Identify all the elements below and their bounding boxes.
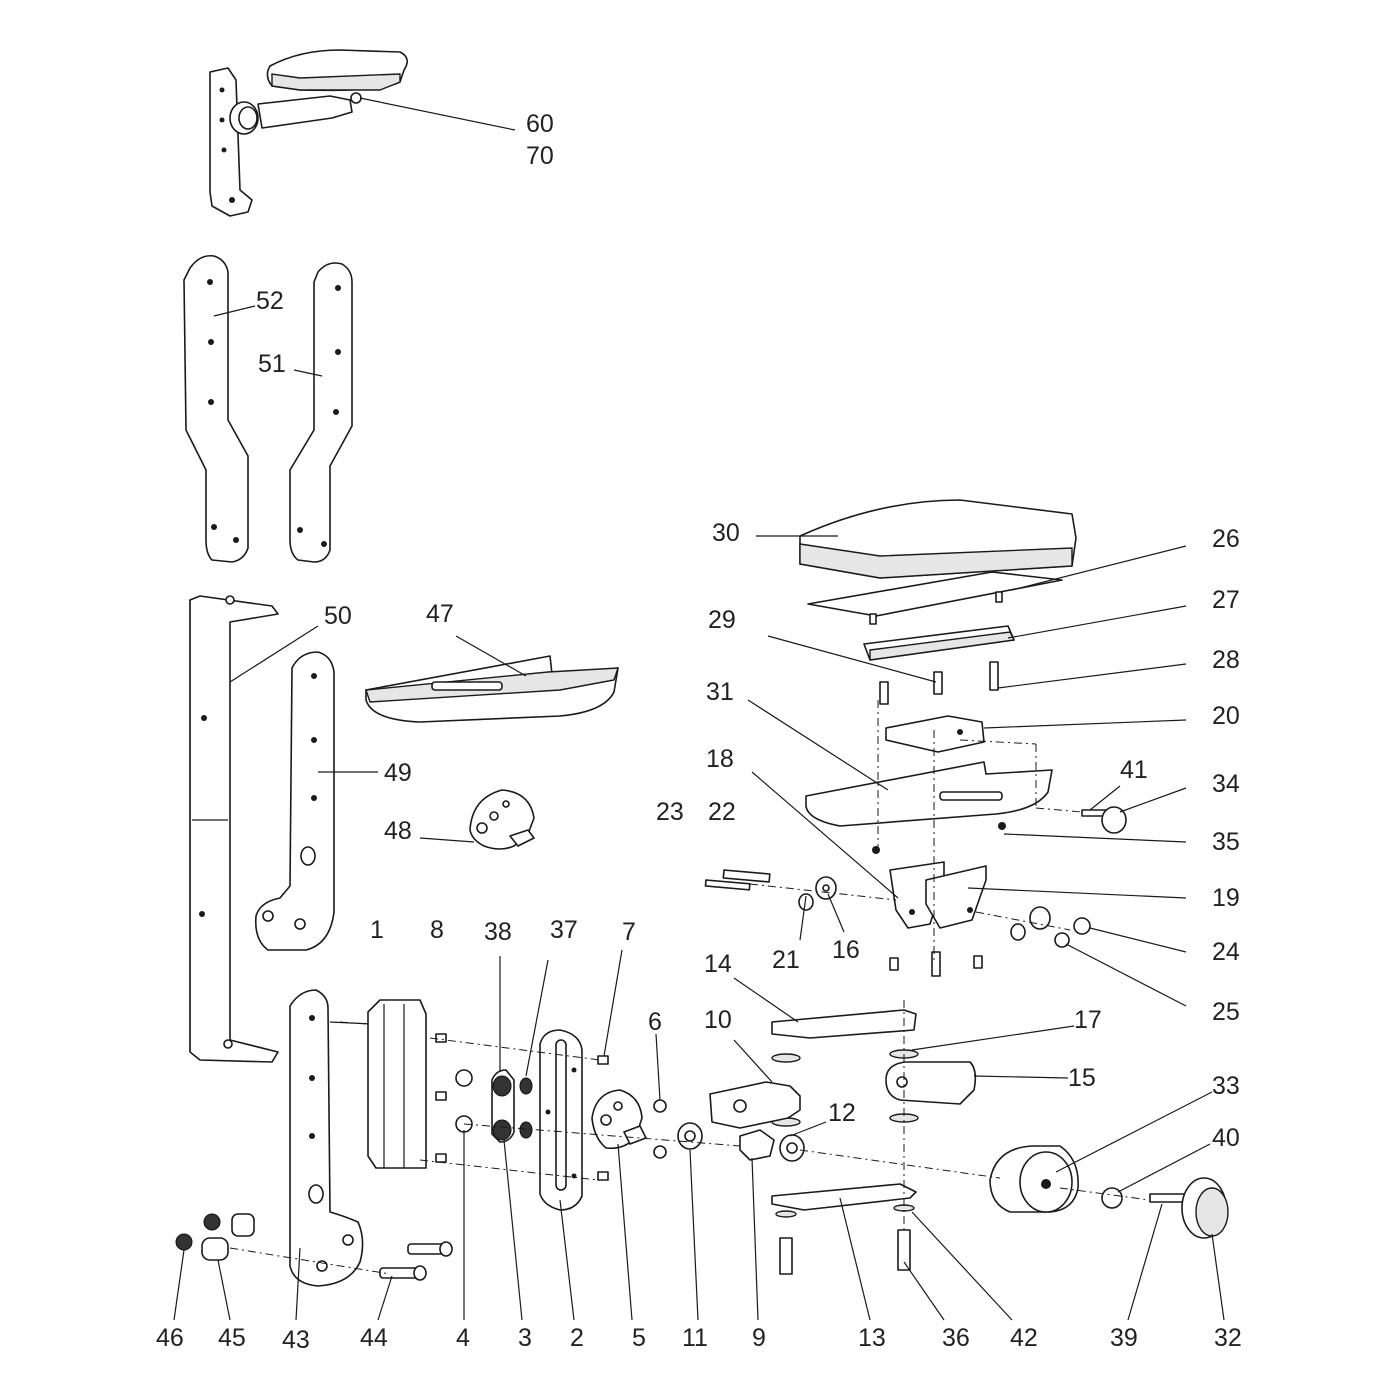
label-70: 70: [526, 142, 554, 170]
label-20: 20: [1212, 702, 1240, 730]
gear-plate-38-3: [491, 1069, 533, 1143]
label-4: 4: [456, 1324, 470, 1352]
label-21: 21: [772, 946, 800, 974]
arm-bracket-51: [289, 262, 353, 563]
label-11: 11: [682, 1324, 708, 1352]
label-31: 31: [706, 678, 734, 706]
bolts-22-23: [704, 869, 837, 911]
label-52: 52: [256, 287, 284, 315]
label-16: 16: [832, 936, 860, 964]
shaft-9: [677, 1122, 805, 1162]
slide-plate-2: [539, 1029, 583, 1211]
label-49: 49: [384, 759, 412, 787]
label-44: 44: [360, 1324, 388, 1352]
label-15: 15: [1068, 1064, 1096, 1092]
label-19: 19: [1212, 884, 1240, 912]
label-38: 38: [484, 918, 512, 946]
label-42: 42: [1010, 1324, 1038, 1352]
hinge-15-17: [771, 1049, 977, 1127]
label-50: 50: [324, 602, 352, 630]
guide-20: [885, 715, 985, 753]
armrest-tray-47: [365, 655, 619, 723]
l-plate-49: [254, 651, 335, 951]
rail-1: [367, 999, 427, 1169]
lever-plate-13: [771, 1183, 917, 1275]
armrest-tray-31: [805, 761, 1053, 827]
clamp-10: [709, 1081, 801, 1129]
spacers-4: [455, 1069, 473, 1133]
label-17: 17: [1074, 1006, 1102, 1034]
label-27: 27: [1212, 586, 1240, 614]
base-plate-26: [807, 571, 1063, 625]
label-32: 32: [1214, 1324, 1242, 1352]
knob-32-39-40: [1101, 1177, 1229, 1239]
label-40: 40: [1212, 1124, 1240, 1152]
label-46: 46: [156, 1324, 184, 1352]
label-5: 5: [632, 1324, 646, 1352]
label-25: 25: [1212, 998, 1240, 1026]
label-30: 30: [712, 519, 740, 547]
part-number-labels: 60 70 52 51 50 47 49 48 30 26 27 29 28 3…: [156, 110, 1242, 1354]
label-36: 36: [942, 1324, 970, 1352]
label-23: 23: [656, 798, 684, 826]
long-bracket-50: [189, 595, 279, 1063]
label-43: 43: [282, 1326, 310, 1354]
arm-bracket-52: [183, 254, 249, 563]
label-24: 24: [1212, 938, 1240, 966]
slide-rail-27: [863, 625, 1016, 661]
armrest-pad-30: [799, 499, 1077, 579]
label-34: 34: [1212, 770, 1240, 798]
label-8: 8: [430, 916, 444, 944]
bolts-44: [379, 1241, 453, 1281]
label-37: 37: [550, 916, 578, 944]
label-12: 12: [828, 1099, 856, 1127]
round-plate-48: [469, 789, 535, 850]
label-3: 3: [518, 1324, 532, 1352]
label-10: 10: [704, 1006, 732, 1034]
complete-armrest-assembly: [209, 49, 408, 217]
label-9: 9: [752, 1324, 766, 1352]
nuts-24-25: [1010, 906, 1091, 948]
label-14: 14: [704, 950, 732, 978]
screws-bottom: [889, 951, 983, 977]
label-41: 41: [1120, 756, 1148, 784]
label-47: 47: [426, 600, 454, 628]
small-screws-8: [435, 1033, 447, 1163]
bracket-18-19: [889, 861, 987, 929]
disc-5: [591, 1089, 647, 1150]
lever-plate-14: [771, 1009, 917, 1039]
screws-28-29: [879, 661, 999, 705]
label-1: 1: [370, 916, 384, 944]
plate-43: [289, 989, 364, 1287]
label-29: 29: [708, 606, 736, 634]
knob-34-41: [1081, 806, 1127, 834]
label-28: 28: [1212, 646, 1240, 674]
label-26: 26: [1212, 525, 1240, 553]
label-22: 22: [708, 798, 736, 826]
label-35: 35: [1212, 828, 1240, 856]
label-33: 33: [1212, 1072, 1240, 1100]
label-13: 13: [858, 1324, 886, 1352]
hub-33: [989, 1145, 1079, 1213]
screws-6-7: [597, 1055, 667, 1181]
assembly-lines: [229, 700, 1151, 1275]
label-48: 48: [384, 817, 412, 845]
label-7: 7: [622, 918, 636, 946]
nuts-45-46: [175, 1213, 255, 1261]
label-51: 51: [258, 350, 286, 378]
label-45: 45: [218, 1324, 246, 1352]
label-2: 2: [570, 1324, 584, 1352]
label-60: 60: [526, 110, 554, 138]
marker-holes: [872, 822, 1006, 854]
label-18: 18: [706, 745, 734, 773]
label-39: 39: [1110, 1324, 1138, 1352]
label-6: 6: [648, 1008, 662, 1036]
leader-60: [359, 97, 516, 131]
